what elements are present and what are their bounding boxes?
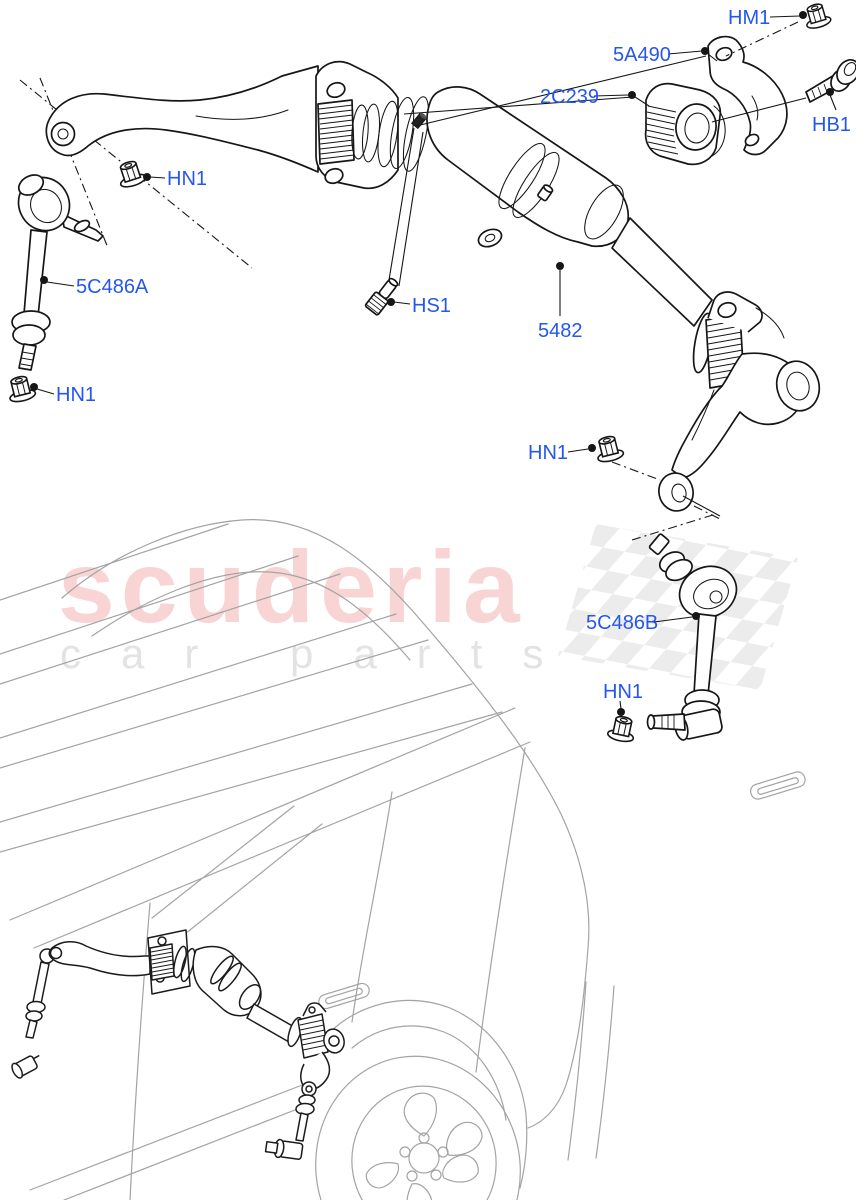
- brand-watermark-text: scuderia: [58, 530, 526, 644]
- link-5C486B: [646, 533, 738, 741]
- door-handle: [750, 771, 806, 800]
- installed-stabilizer-assembly-drawing: [11, 929, 345, 1160]
- stabilizer-bar-exploded-drawing: [4, 0, 856, 745]
- part-label-5a490[interactable]: 5A490: [613, 44, 671, 66]
- axis-dashed-line: [39, 77, 109, 249]
- bar-shaft: [611, 217, 713, 327]
- part-label-5c486a[interactable]: 5C486A: [76, 276, 149, 298]
- link-5C486A: [11, 174, 104, 371]
- nut-HN1: [592, 433, 626, 465]
- part-label-hs1[interactable]: HS1: [412, 295, 451, 317]
- door-handle: [318, 982, 370, 1010]
- brand-tagline-text: car parts: [60, 630, 583, 677]
- axis-dashed-line: [631, 513, 717, 541]
- nut-HN1: [114, 157, 148, 191]
- axis-dashed-line: [19, 79, 253, 269]
- roof-rib-lines: [0, 523, 503, 853]
- part-label-hm1[interactable]: HM1: [728, 7, 770, 29]
- brand-watermark: scuderia car parts: [58, 524, 798, 690]
- actuator-fitting: [537, 184, 554, 202]
- spline-hatch: [645, 105, 679, 155]
- rear-wheel: [315, 1055, 521, 1200]
- bar-left-arm: [45, 65, 319, 173]
- axis-dashed-line: [611, 461, 661, 481]
- part-label-hn1-d[interactable]: HN1: [603, 681, 643, 703]
- checkered-flag-watermark: [558, 524, 798, 690]
- clamp-5A490: [707, 35, 788, 156]
- part-label-hn1-c[interactable]: HN1: [528, 442, 568, 464]
- part-label-2c239[interactable]: 2C239: [540, 86, 599, 108]
- axis-dashed-line: [693, 505, 723, 521]
- actuator-body: [426, 86, 630, 248]
- part-label-5c486b[interactable]: 5C486B: [586, 612, 658, 634]
- actuator-stud: [411, 112, 427, 130]
- part-label-hn1-a[interactable]: HN1: [167, 168, 207, 190]
- leader-line: [403, 96, 634, 115]
- part-label-hn1-b[interactable]: HN1: [56, 384, 96, 406]
- vehicle-outline-drawing: [0, 519, 806, 1200]
- spline-hatch: [318, 104, 355, 160]
- leader-line: [415, 55, 707, 127]
- nut-HN1: [605, 713, 639, 745]
- bolt-HB1: [711, 59, 856, 123]
- wheel-spokes: [365, 1092, 483, 1200]
- callout-layer: HM1 5A490 2C239 HB1 HN1 5C486A HS1 5482: [30, 7, 851, 716]
- screw-HS1: [364, 127, 424, 316]
- part-label-hb1[interactable]: HB1: [812, 114, 851, 136]
- part-label-5482[interactable]: 5482: [538, 320, 583, 342]
